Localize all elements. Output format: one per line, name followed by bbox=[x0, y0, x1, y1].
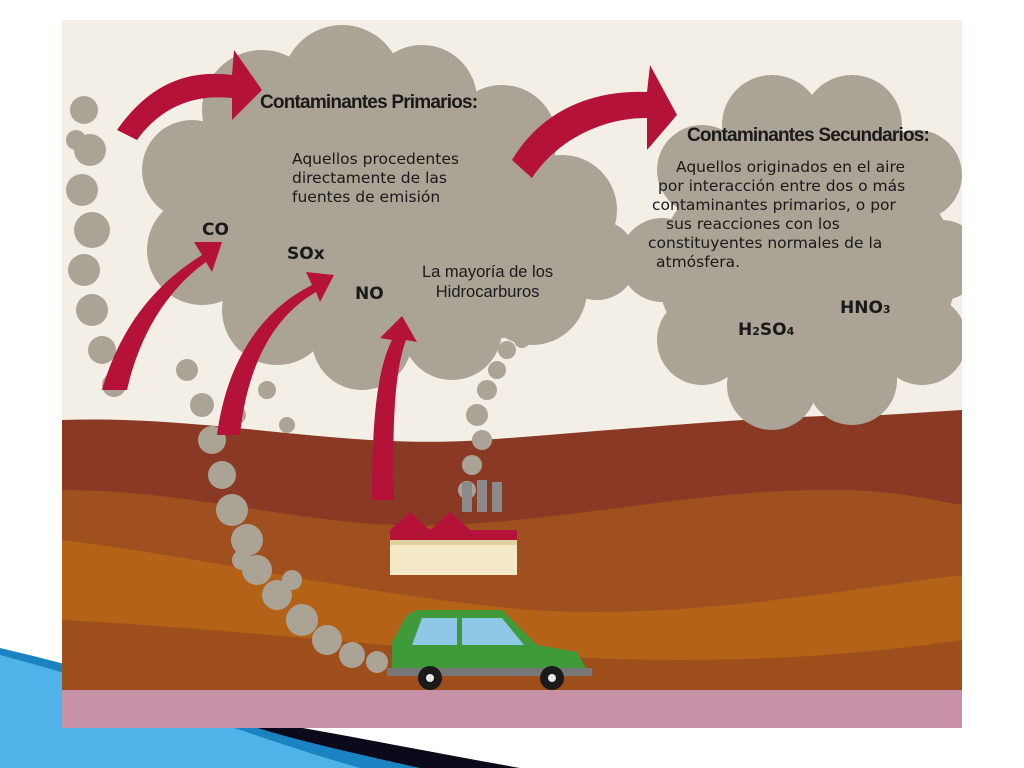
primary-description: Aquellos procedentes directamente de las… bbox=[292, 150, 459, 207]
h2so4-subscript-2: 2 bbox=[752, 325, 760, 338]
primary-desc-line: directamente de las bbox=[292, 169, 447, 187]
pollutant-no: NO bbox=[355, 284, 384, 304]
car bbox=[387, 610, 592, 690]
primary-desc-line: fuentes de emisión bbox=[292, 188, 441, 206]
arrow-primary-to-secondary bbox=[512, 65, 677, 178]
hno3-base: HNO bbox=[840, 298, 883, 318]
secondary-desc-line: Aquellos originados en el aire bbox=[676, 158, 906, 176]
secondary-desc-line: contaminantes primarios, o por bbox=[652, 196, 896, 214]
product-h2so4: H2SO4 bbox=[738, 320, 794, 340]
h2so4-so: SO bbox=[759, 320, 787, 340]
secondary-desc-line: atmósfera. bbox=[656, 253, 741, 271]
secondary-description: Aquellos originados en el aire por inter… bbox=[648, 158, 905, 272]
factory bbox=[390, 480, 517, 575]
primary-desc-line: Aquellos procedentes bbox=[292, 150, 459, 168]
secondary-desc-line: sus reacciones con los bbox=[666, 215, 840, 233]
road bbox=[62, 690, 962, 728]
hidrocarburos-line: La mayoría de los bbox=[422, 263, 554, 281]
secondary-desc-line: constituyentes normales de la bbox=[648, 234, 883, 252]
secondary-cloud bbox=[620, 75, 962, 430]
pollutant-hidrocarburos: La mayoría de los Hidrocarburos bbox=[422, 262, 553, 302]
arrow-top-left bbox=[117, 50, 262, 140]
pollution-arrows bbox=[102, 50, 677, 500]
h2so4-subscript-4: 4 bbox=[786, 325, 795, 338]
car-exhaust-smoke bbox=[66, 96, 388, 673]
secondary-title: Contaminantes Secundarios: bbox=[687, 125, 930, 146]
secondary-desc-line: por interacción entre dos o más bbox=[658, 177, 906, 195]
pollutant-sox: SOx bbox=[287, 244, 325, 264]
hno3-subscript: 3 bbox=[882, 303, 891, 316]
product-hno3: HNO3 bbox=[840, 298, 891, 318]
illustration-canvas bbox=[62, 20, 962, 728]
pollutant-co: CO bbox=[202, 220, 229, 240]
primary-cloud bbox=[142, 25, 637, 390]
arrow-co bbox=[102, 242, 222, 390]
hidrocarburos-line: Hidrocarburos bbox=[435, 283, 540, 301]
arrow-hidrocarburos bbox=[372, 316, 417, 500]
h2so4-h: H bbox=[738, 320, 753, 340]
primary-title: Contaminantes Primarios: bbox=[260, 92, 478, 113]
pollution-illustration: Contaminantes Primarios: Aquellos proced… bbox=[62, 20, 962, 728]
arrow-sox bbox=[217, 272, 334, 435]
